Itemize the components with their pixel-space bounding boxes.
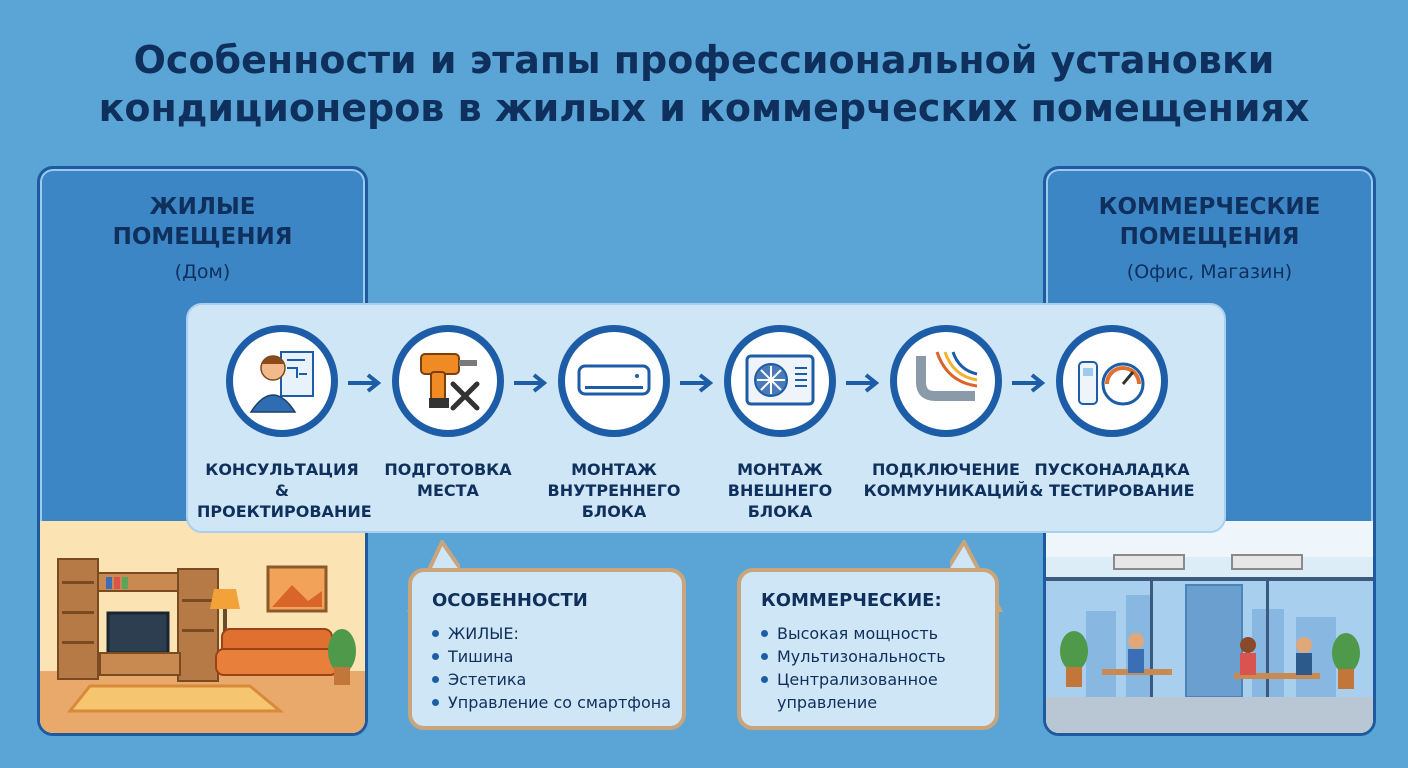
step-label-line: КОНСУЛЬТАЦИЯ & — [205, 460, 359, 500]
list-item: ЖИЛЫЕ: — [432, 622, 671, 645]
living-room-illustration — [40, 521, 365, 733]
list-item: управление — [777, 693, 878, 712]
commercial-heading-2: ПОМЕЩЕНИЯ — [1119, 224, 1300, 250]
step-label-line: ПРОЕКТИРОВАНИЕ — [197, 502, 372, 521]
arrow-right-icon — [514, 373, 548, 393]
commercial-features-callout: КОММЕРЧЕСКИЕ: Высокая мощность Мультизон… — [737, 568, 999, 730]
step-label-line: МОНТАЖ — [737, 460, 823, 479]
step-label-line: БЛОКА — [581, 502, 647, 521]
step-label-testing: ПУСКОНАЛАДКА & ТЕСТИРОВАНИЕ — [1027, 459, 1197, 501]
callout-title: ОСОБЕННОСТИ — [432, 590, 588, 611]
residential-heading-2: ПОМЕЩЕНИЯ — [112, 224, 293, 250]
pipes-icon — [890, 325, 1002, 437]
step-label-line: МОНТАЖ — [571, 460, 657, 479]
remote-gauge-icon — [1056, 325, 1168, 437]
page-title: Особенности и этапы профессиональной уст… — [0, 36, 1408, 132]
step-label-line: МЕСТА — [417, 481, 479, 500]
step-label-preparation: ПОДГОТОВКА МЕСТА — [363, 459, 533, 501]
indoor-unit-icon — [558, 325, 670, 437]
list-item: Тишина — [432, 645, 671, 668]
callout-title: КОММЕРЧЕСКИЕ: — [761, 590, 942, 611]
step-label-consultation: КОНСУЛЬТАЦИЯ & ПРОЕКТИРОВАНИЕ — [197, 459, 372, 522]
arrow-right-icon — [680, 373, 714, 393]
consultant-icon — [226, 325, 338, 437]
list-item: Управление со смартфона — [432, 691, 671, 714]
title-line-2: кондиционеров в жилых и коммерческих пом… — [98, 86, 1310, 130]
step-label-connection: ПОДКЛЮЧЕНИЕ КОММУНИКАЦИЙ — [861, 459, 1031, 501]
step-label-line: КОММУНИКАЦИЙ — [863, 481, 1029, 500]
list-item: Высокая мощность — [761, 622, 946, 645]
process-flow: КОНСУЛЬТАЦИЯ & ПРОЕКТИРОВАНИЕ ПОДГОТОВКА… — [186, 303, 1226, 533]
commercial-heading-1: КОММЕРЧЕСКИЕ — [1098, 194, 1321, 220]
residential-subtitle: (Дом) — [174, 261, 231, 283]
step-label-line: ПУСКОНАЛАДКА — [1034, 460, 1190, 479]
step-label-line: & ТЕСТИРОВАНИЕ — [1029, 481, 1195, 500]
arrow-right-icon — [1012, 373, 1046, 393]
list-item: Эстетика — [432, 668, 671, 691]
step-label-line: ВНЕШНЕГО — [727, 481, 833, 500]
step-label-line: БЛОКА — [747, 502, 813, 521]
step-label-line: ПОДГОТОВКА — [384, 460, 512, 479]
step-label-line: ВНУТРЕННЕГО — [547, 481, 681, 500]
arrow-right-icon — [846, 373, 880, 393]
office-illustration — [1046, 521, 1373, 733]
commercial-subtitle: (Офис, Магазин) — [1126, 261, 1293, 283]
step-label-line: ПОДКЛЮЧЕНИЕ — [872, 460, 1020, 479]
drill-tools-icon — [392, 325, 504, 437]
list-item: Мультизональность — [761, 645, 946, 668]
commercial-panel: КОММЕРЧЕСКИЕ ПОМЕЩЕНИЯ (Офис, Магазин) — [1043, 166, 1376, 736]
feature-list: Высокая мощность Мультизональность Центр… — [761, 622, 946, 714]
step-label-outdoor-unit: МОНТАЖ ВНЕШНЕГО БЛОКА — [695, 459, 865, 522]
list-item: Централизованное — [761, 668, 946, 691]
feature-list: ЖИЛЫЕ: Тишина Эстетика Управление со сма… — [432, 622, 671, 714]
arrow-right-icon — [348, 373, 382, 393]
residential-features-callout: ОСОБЕННОСТИ ЖИЛЫЕ: Тишина Эстетика Управ… — [408, 568, 686, 730]
step-label-indoor-unit: МОНТАЖ ВНУТРЕННЕГО БЛОКА — [529, 459, 699, 522]
residential-heading-1: ЖИЛЫЕ — [149, 194, 256, 220]
title-line-1: Особенности и этапы профессиональной уст… — [133, 38, 1275, 82]
outdoor-unit-icon — [724, 325, 836, 437]
